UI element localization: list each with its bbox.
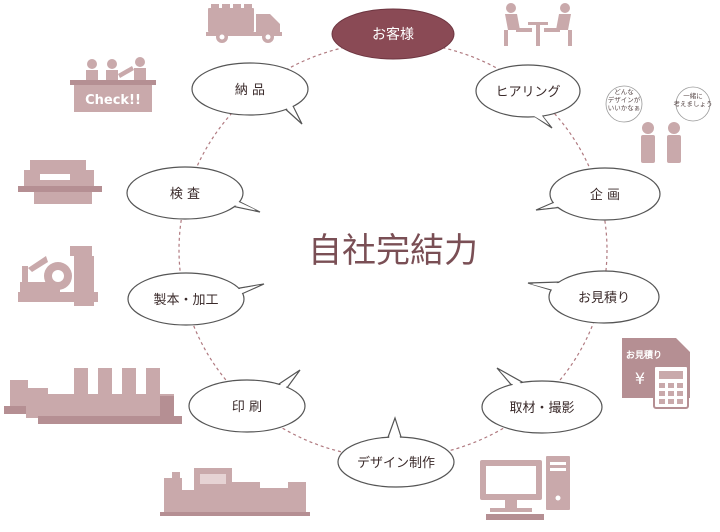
step-label: ヒアリング [495, 85, 560, 100]
bubble-left-text: どんなデザインがいいかなぁ [608, 88, 641, 112]
digital-printer-icon [160, 468, 310, 516]
step-label: 検 査 [170, 187, 200, 202]
step-estimate: お見積り [527, 270, 660, 324]
calculator-icon [653, 365, 689, 409]
step-hearing: ヒアリング [475, 64, 581, 129]
step-label: 製本・加工 [153, 293, 218, 308]
step-printing: 印 刷 [188, 369, 306, 433]
check-sign: Check!! [85, 93, 141, 108]
bubble-right-text: 一緒に考えましょう [674, 91, 713, 108]
step-label: 企 画 [590, 187, 620, 203]
step-binding: 製本・加工 [127, 272, 265, 326]
step-label: お客様 [372, 26, 414, 43]
step-label: 取材・撮影 [509, 400, 574, 416]
step-design: デザイン制作 [337, 416, 455, 488]
yen-symbol: ¥ [635, 369, 645, 388]
center-title: 自社完結力 [308, 231, 478, 271]
consultation-icon: どんなデザインがいいかなぁ 一緒に考えましょう [605, 85, 713, 163]
step-inspection: 検 査 [126, 166, 261, 220]
estimate-doc-label: お見積り [626, 349, 662, 361]
step-label: 印 刷 [232, 400, 262, 415]
truck-icon [206, 4, 282, 43]
step-customer: お客様 [331, 8, 455, 60]
step-delivery: 納 品 [191, 62, 309, 125]
step-planning: 企 画 [535, 167, 661, 221]
step-label: デザイン制作 [357, 455, 435, 471]
step-interview: 取材・撮影 [481, 367, 603, 434]
printing-press-icon [4, 368, 182, 424]
step-label: 納 品 [235, 83, 265, 98]
cutting-machine-icon [18, 160, 102, 204]
check-desk-icon: Check!! [70, 57, 156, 112]
step-label: お見積り [578, 291, 630, 306]
binding-machine-icon [18, 246, 98, 306]
meeting-icon [504, 3, 572, 46]
computer-icon [480, 456, 570, 520]
